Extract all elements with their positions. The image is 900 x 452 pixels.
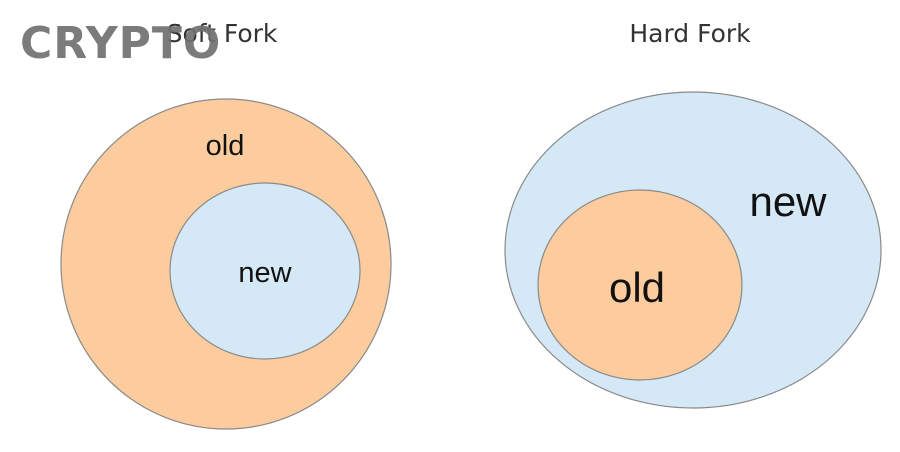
soft-fork-title: Soft Fork — [167, 19, 278, 48]
soft-fork-panel: Soft Fork old new — [60, 19, 392, 430]
hard-fork-panel: Hard Fork new old — [504, 19, 882, 409]
soft-fork-old-label: old — [206, 130, 245, 162]
hard-fork-old-label: old — [609, 264, 665, 311]
crypto-watermark: CRYPTO — [20, 18, 221, 69]
soft-fork-new-circle — [169, 182, 361, 360]
hard-fork-new-label: new — [749, 178, 827, 225]
soft-fork-new-label: new — [238, 257, 292, 289]
hard-fork-old-circle — [537, 189, 743, 381]
hard-fork-title: Hard Fork — [629, 19, 751, 48]
